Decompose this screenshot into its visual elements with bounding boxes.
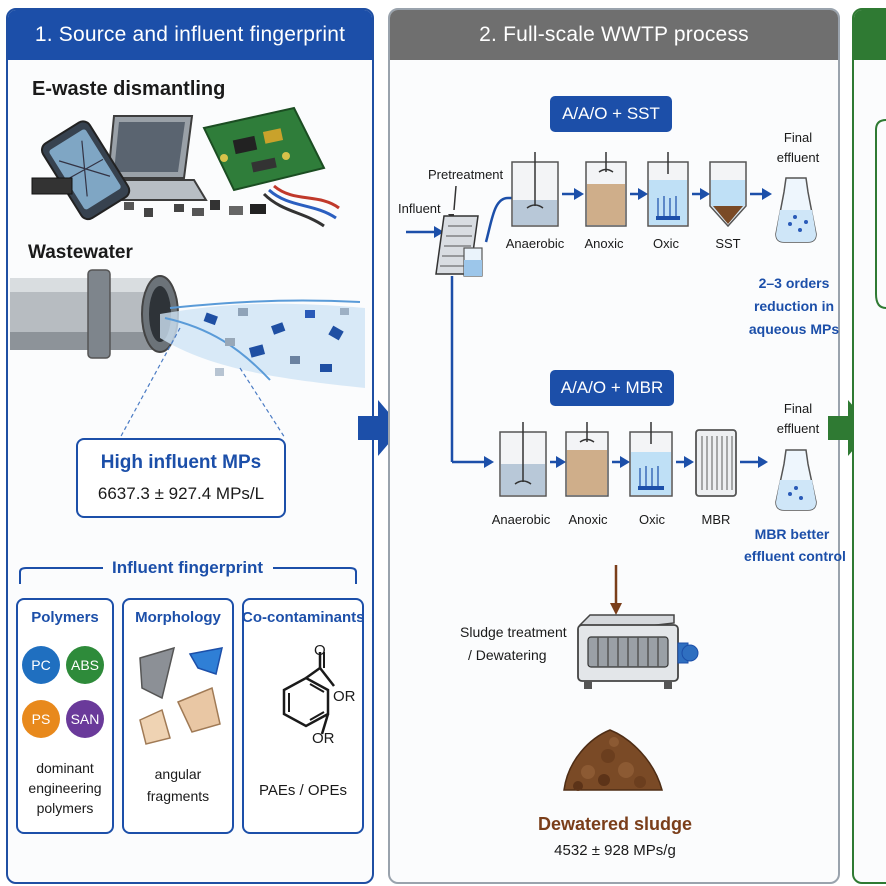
top-unit-sst: SST	[715, 236, 741, 251]
mbr-note-1: MBR better	[754, 526, 830, 542]
fingerprint-label: Influent fingerprint	[112, 558, 264, 577]
bottom-unit-oxic: Oxic	[639, 512, 665, 527]
polymer-abs-badge: ABS	[66, 646, 104, 684]
fingerprint-bracket	[19, 567, 357, 584]
third-panel-partial-shape	[875, 119, 886, 309]
top-unit-oxic: Oxic	[653, 236, 679, 251]
morphology-caption-2: fragments	[146, 788, 210, 804]
dewatered-sludge-value: 4532 ± 928 MPs/g	[554, 842, 676, 859]
polymers-caption-1: dominant	[36, 760, 94, 776]
ewaste-label: E-waste dismantling	[32, 78, 226, 100]
process-panel-title: 2. Full-scale WWTP process	[390, 10, 838, 60]
ewaste-illustration	[31, 106, 340, 228]
sludge-label-1: Sludge treatment	[460, 624, 567, 640]
reduction-note-3: aqueous MPs	[748, 321, 840, 337]
chem-o-label: O	[314, 642, 326, 659]
pipe-illustration	[10, 269, 365, 439]
pretreatment-label: Pretreatment	[428, 167, 504, 182]
polymer-san-badge: SAN	[66, 700, 104, 738]
source-panel-title: 1. Source and influent fingerprint	[8, 10, 372, 60]
polymer-ps-badge: PS	[22, 700, 60, 738]
wastewater-label: Wastewater	[28, 242, 133, 263]
cocontaminants-caption: PAEs / OPEs	[258, 782, 348, 799]
final-effluent-bottom-1: Final	[783, 401, 813, 416]
top-unit-anaerobic: Anaerobic	[505, 236, 565, 251]
high-influent-title: High influent MPs	[100, 452, 262, 473]
reduction-note-2: reduction in	[753, 298, 835, 314]
morphology-caption-1: angular	[154, 766, 202, 782]
top-unit-anoxic: Anoxic	[584, 236, 624, 251]
chem-or2-label: OR	[312, 730, 335, 747]
mbr-note-2: effluent control	[744, 548, 846, 564]
cocontaminants-title: Co-contaminants	[242, 609, 365, 626]
dewatered-sludge-title: Dewatered sludge	[537, 814, 693, 834]
morphology-title: Morphology	[135, 609, 221, 626]
aao-mbr-label: A/A/O + MBR	[550, 370, 674, 406]
chem-or1-label: OR	[333, 688, 356, 705]
third-panel-header	[854, 10, 886, 60]
sludge-label-2: / Dewatering	[468, 647, 547, 663]
cocontaminants-box	[242, 598, 364, 834]
final-effluent-top-2: effluent	[776, 150, 820, 165]
dewatering-machine-icon	[577, 565, 699, 689]
bottom-unit-anoxic: Anoxic	[568, 512, 608, 527]
bottom-unit-anaerobic: Anaerobic	[491, 512, 551, 527]
process-flow-diagram	[406, 152, 817, 511]
polymers-title: Polymers	[31, 609, 99, 626]
panel-arrow-1	[358, 400, 402, 456]
phthalate-structure-icon	[282, 652, 335, 735]
sludge-pile-icon	[563, 729, 663, 791]
bottom-unit-mbr: MBR	[701, 512, 731, 527]
fragments-icon	[139, 646, 223, 745]
aao-sst-label: A/A/O + SST	[550, 96, 672, 132]
final-effluent-top-1: Final	[783, 130, 813, 145]
third-panel	[852, 8, 886, 884]
polymers-caption-2: engineering	[28, 780, 102, 796]
polymer-pc-badge: PC	[22, 646, 60, 684]
final-effluent-bottom-2: effluent	[776, 421, 820, 436]
panel-arrow-2	[828, 400, 872, 456]
high-influent-value: 6637.3 ± 927.4 MPs/L	[97, 484, 265, 503]
high-influent-box	[76, 438, 286, 518]
polymers-caption-3: polymers	[36, 800, 94, 816]
influent-label: Influent	[398, 201, 441, 216]
reduction-note-1: 2–3 orders	[758, 275, 830, 291]
